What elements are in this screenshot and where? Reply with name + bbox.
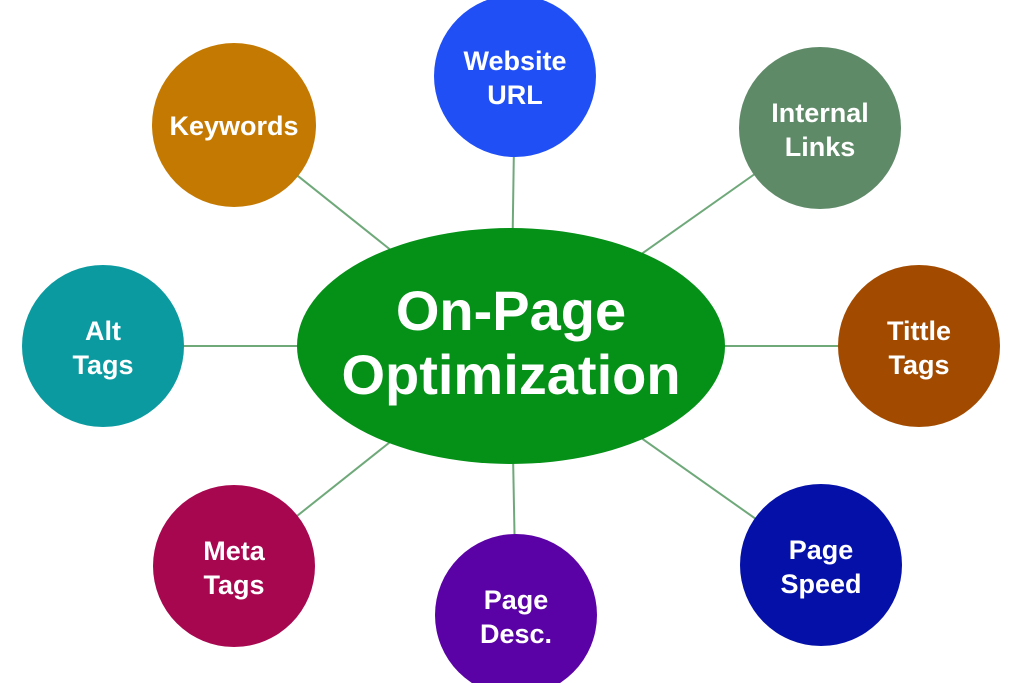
node-internal-links-label-line2: Links xyxy=(785,132,856,162)
node-meta-tags-label-line1: Meta xyxy=(203,536,265,566)
node-page-desc-circle xyxy=(435,534,597,683)
hub-title-line1: On-Page xyxy=(396,279,626,342)
node-website-url-circle xyxy=(434,0,596,157)
hub-title-line2: Optimization xyxy=(341,343,680,406)
hub-ellipse xyxy=(297,228,725,464)
node-tittle-tags-label-line1: Tittle xyxy=(887,316,951,346)
node-keywords-label-line1: Keywords xyxy=(169,111,298,141)
topic-nodes: Website URL Internal Links Tittle Tags P… xyxy=(22,0,1000,683)
node-website-url-label-line2: URL xyxy=(487,80,543,110)
node-meta-tags-circle xyxy=(153,485,315,647)
node-keywords: Keywords xyxy=(152,43,316,207)
node-internal-links-circle xyxy=(739,47,901,209)
node-keywords-circle xyxy=(152,43,316,207)
node-page-desc-label-line2: Desc. xyxy=(480,619,552,649)
node-alt-tags-label-line1: Alt xyxy=(85,316,121,346)
node-website-url-label-line1: Website xyxy=(463,46,566,76)
node-meta-tags: Meta Tags xyxy=(153,485,315,647)
node-tittle-tags-circle xyxy=(838,265,1000,427)
node-page-desc-label-line1: Page xyxy=(484,585,549,615)
node-page-speed-label-line2: Speed xyxy=(780,569,861,599)
node-internal-links-label-line1: Internal xyxy=(771,98,869,128)
node-tittle-tags-label-line2: Tags xyxy=(888,350,949,380)
node-alt-tags-label-line2: Tags xyxy=(72,350,133,380)
node-meta-tags-label-line2: Tags xyxy=(203,570,264,600)
node-alt-tags: Alt Tags xyxy=(22,265,184,427)
node-page-desc: Page Desc. xyxy=(435,534,597,683)
node-alt-tags-circle xyxy=(22,265,184,427)
hub-node: On-Page Optimization xyxy=(297,228,725,464)
node-page-speed-label-line1: Page xyxy=(789,535,854,565)
node-page-speed: Page Speed xyxy=(740,484,902,646)
node-internal-links: Internal Links xyxy=(739,47,901,209)
node-tittle-tags: Tittle Tags xyxy=(838,265,1000,427)
node-website-url: Website URL xyxy=(434,0,596,157)
node-page-speed-circle xyxy=(740,484,902,646)
